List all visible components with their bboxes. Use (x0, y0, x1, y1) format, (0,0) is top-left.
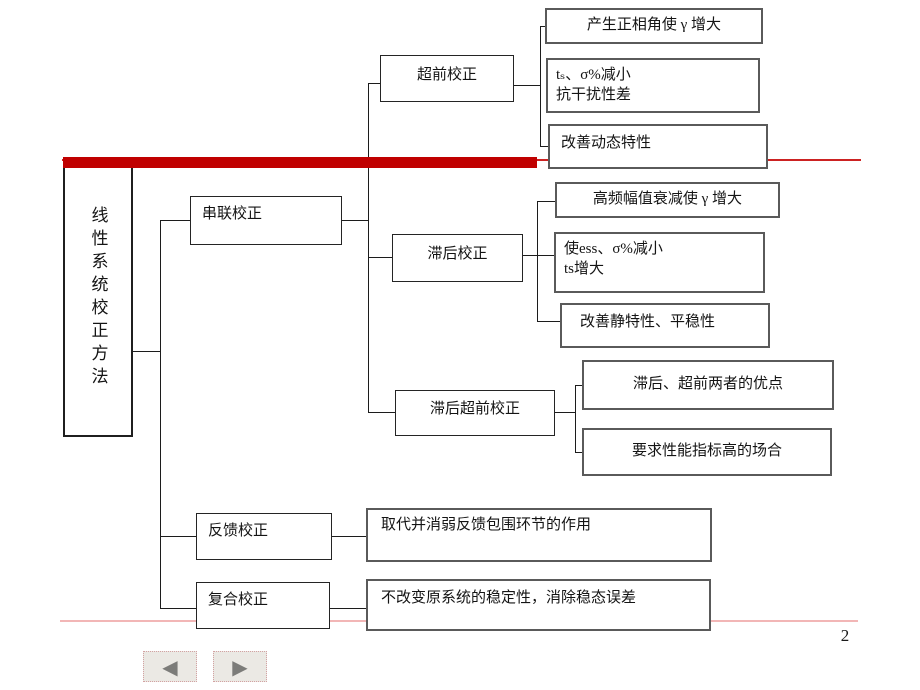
red-accent-bar (63, 157, 537, 168)
connector (537, 201, 538, 321)
leaf-lag-point-3: 改善静特性、平稳性 (560, 303, 770, 348)
connector (368, 412, 395, 413)
connector (575, 385, 576, 452)
leaf-compound-point: 不改变原系统的稳定性，消除稳态误差 (366, 579, 711, 631)
node-series-correction: 串联校正 (190, 196, 342, 245)
leaf-lag-point-1: 高频幅值衰减使 γ 增大 (555, 182, 780, 218)
connector (160, 536, 196, 537)
connector (540, 26, 541, 146)
connector (133, 351, 160, 352)
page-number: 2 (840, 626, 850, 645)
connector (160, 220, 161, 608)
connector (540, 26, 545, 27)
leaf-lead-point-1: 产生正相角使 γ 增大 (545, 8, 763, 44)
next-arrow-icon: ▶ (232, 654, 248, 679)
prev-arrow-icon: ◀ (162, 654, 178, 679)
leaf-lag-lead-point-1: 滞后、超前两者的优点 (582, 360, 834, 410)
prev-slide-button[interactable]: ◀ (143, 651, 197, 682)
connector (368, 257, 392, 258)
leaf-lag-point-2: 使ess、σ%减小 ts增大 (554, 232, 765, 293)
connector (368, 83, 380, 84)
node-feedback-correction: 反馈校正 (196, 513, 332, 560)
connector (332, 536, 366, 537)
node-lead-correction: 超前校正 (380, 55, 514, 102)
connector (540, 146, 548, 147)
connector (514, 85, 540, 86)
connector (523, 255, 554, 256)
node-compound-correction: 复合校正 (196, 582, 330, 629)
connector (575, 452, 582, 453)
connector (160, 608, 196, 609)
connector (575, 385, 582, 386)
node-root-label: 线性系统校正方法 (88, 205, 108, 390)
node-lag-lead-correction: 滞后超前校正 (395, 390, 555, 436)
leaf-lag-lead-point-2: 要求性能指标高的场合 (582, 428, 832, 476)
connector (330, 608, 366, 609)
next-slide-button[interactable]: ▶ (213, 651, 267, 682)
connector (555, 412, 575, 413)
node-lag-correction: 滞后校正 (392, 234, 523, 282)
node-root: 线性系统校正方法 (63, 158, 133, 437)
connector (368, 83, 369, 412)
leaf-lead-point-2: tₛ、σ%减小 抗干扰性差 (546, 58, 760, 113)
connector (160, 220, 190, 221)
connector (537, 201, 555, 202)
connector (537, 321, 560, 322)
connector (342, 220, 368, 221)
leaf-lead-point-3: 改善动态特性 (548, 124, 768, 169)
leaf-feedback-point: 取代并消弱反馈包围环节的作用 (366, 508, 712, 562)
